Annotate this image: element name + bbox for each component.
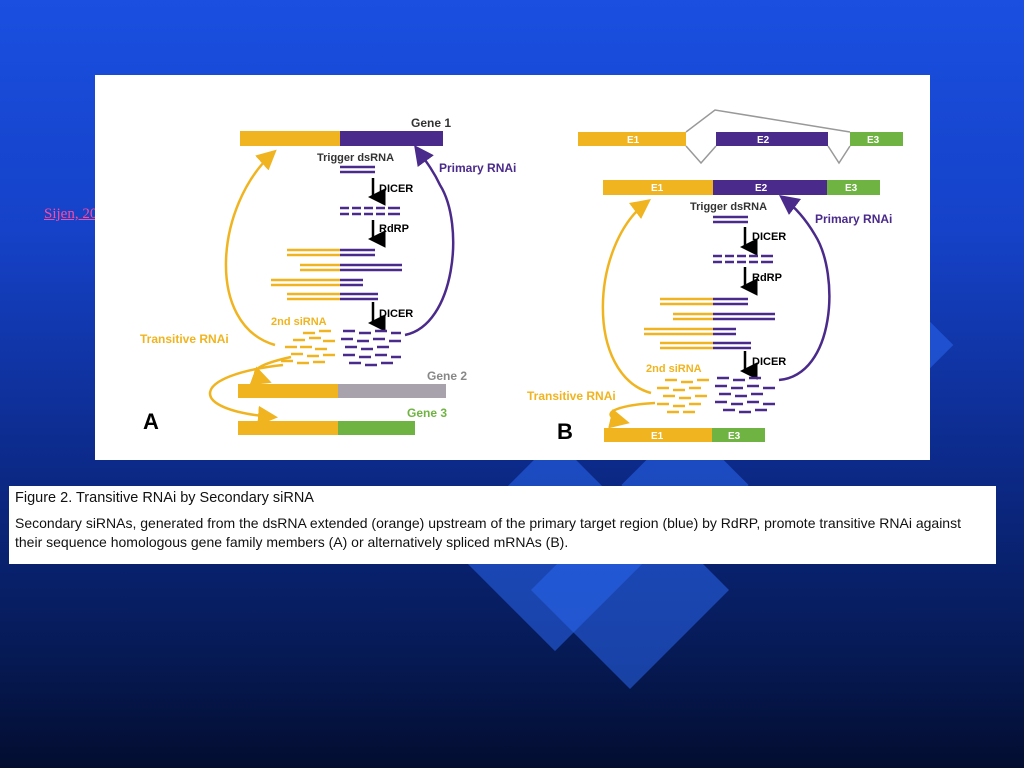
pre-e3-label: E3 xyxy=(867,135,880,146)
panel-b: E1 E2 E3 E1 E2 E3 Trigger dsRNA DICER xyxy=(527,109,903,444)
caption-body: Secondary siRNAs, generated from the dsR… xyxy=(15,515,961,550)
trigger-label: Trigger dsRNA xyxy=(317,152,394,164)
panel-a-letter: A xyxy=(143,409,159,434)
extended-dsrna xyxy=(271,248,402,301)
alt-e1-label: E1 xyxy=(651,431,664,442)
alt-e3 xyxy=(712,428,765,442)
primary-rnai-arrow-b xyxy=(778,194,831,382)
rnai-diagram: Gene 1 Trigger dsRNA DICER RdRP xyxy=(140,109,903,444)
mrna-e1-label: E1 xyxy=(651,183,664,194)
rdrp-label-b: RdRP xyxy=(752,272,782,284)
gene3-green xyxy=(338,421,415,435)
mrna-e1 xyxy=(603,180,713,195)
transitive-arrow-b-bottom xyxy=(608,401,656,429)
rdrp-label: RdRP xyxy=(379,223,409,235)
panel-b-letter: B xyxy=(557,419,573,444)
pre-e2 xyxy=(716,132,828,146)
gene2-gray xyxy=(338,384,446,398)
mrna-e3 xyxy=(827,180,880,195)
caption-title: Figure 2. Transitive RNAi by Secondary s… xyxy=(15,490,314,506)
transitive-arrow-gene3 xyxy=(208,363,284,426)
alt-e3-label: E3 xyxy=(728,431,741,442)
splice-line-top xyxy=(685,109,851,133)
transitive-arrow-b-top xyxy=(601,198,652,395)
gene2-label: Gene 2 xyxy=(427,369,467,383)
diced-dsrna xyxy=(340,206,400,216)
transitive-label-a: Transitive RNAi xyxy=(140,332,229,346)
gene3-orange xyxy=(238,421,338,435)
dicer2-label: DICER xyxy=(379,308,413,320)
dicer2-label-b: DICER xyxy=(752,356,786,368)
pre-e1 xyxy=(578,132,686,146)
second-sirna-label-b: 2nd siRNA xyxy=(646,363,702,375)
dicer1-label-b: DICER xyxy=(752,231,786,243)
gene3-label: Gene 3 xyxy=(407,406,447,420)
gene1-purple xyxy=(340,131,443,146)
mrna-e2 xyxy=(713,180,827,195)
pre-e2-label: E2 xyxy=(757,135,770,146)
primary-rnai-arrow xyxy=(404,144,455,337)
gene1-label: Gene 1 xyxy=(411,116,451,130)
splice-line-2 xyxy=(827,145,851,165)
orange-sirna-fragments xyxy=(281,329,335,365)
primary-label-a: Primary RNAi xyxy=(439,161,516,175)
primary-label-b: Primary RNAi xyxy=(815,212,892,226)
purple-sirna-fragments xyxy=(341,329,401,367)
transitive-arrow-gene1 xyxy=(224,149,277,347)
figure-panel: Gene 1 Trigger dsRNA DICER RdRP xyxy=(95,75,930,460)
mrna-e3-label: E3 xyxy=(845,183,858,194)
diced-dsrna-b xyxy=(713,254,773,264)
panel-a: Gene 1 Trigger dsRNA DICER RdRP xyxy=(140,116,516,435)
second-sirna-label: 2nd siRNA xyxy=(271,316,327,328)
extended-dsrna-b xyxy=(644,297,775,350)
pre-e3 xyxy=(850,132,903,146)
mrna-e2-label: E2 xyxy=(755,183,768,194)
dicer1-label: DICER xyxy=(379,183,413,195)
splice-line-1 xyxy=(685,145,717,165)
gene2-orange xyxy=(238,384,338,398)
figure-caption: Figure 2. Transitive RNAi by Secondary s… xyxy=(9,486,996,564)
transitive-label-b: Transitive RNAi xyxy=(527,389,616,403)
pre-e1-label: E1 xyxy=(627,135,640,146)
gene1-orange xyxy=(240,131,340,146)
orange-sirna-fragments-b xyxy=(657,378,709,414)
alt-e1 xyxy=(604,428,712,442)
purple-sirna-fragments-b xyxy=(715,376,775,414)
trigger-label-b: Trigger dsRNA xyxy=(690,201,767,213)
